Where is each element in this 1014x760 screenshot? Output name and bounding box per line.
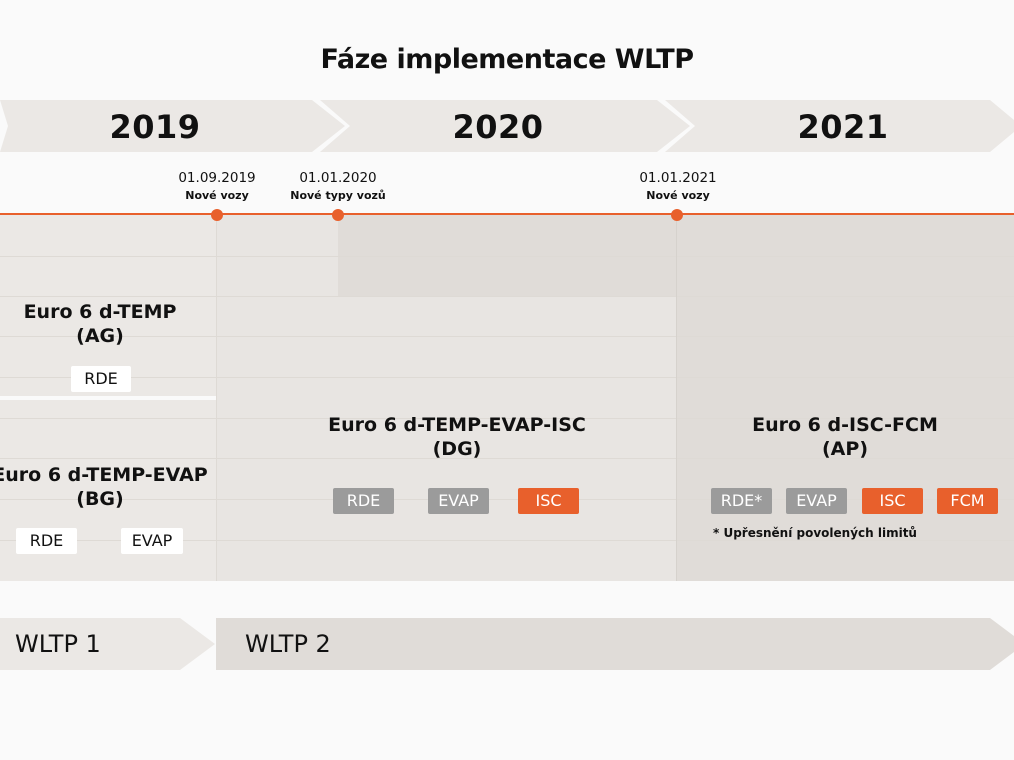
- band-right: [676, 215, 1014, 581]
- year-2019: 2019: [109, 108, 201, 146]
- milestone-2021-01: 01.01.2021 Nové vozy: [613, 170, 743, 204]
- block-code: (AP): [822, 438, 868, 460]
- chevron-2021: [665, 100, 1014, 152]
- block-name: Euro 6 d-TEMP-EVAP-ISC: [328, 414, 586, 436]
- milestone-dot: [211, 209, 223, 221]
- year-2020: 2020: [452, 108, 544, 146]
- grid-vline: [216, 215, 217, 581]
- milestone-sub: Nové typy vozů: [290, 189, 386, 202]
- block-name: Euro 6 d-ISC-FCM: [752, 414, 938, 436]
- grid-line: [0, 296, 1014, 297]
- tag-evap: EVAP: [428, 488, 489, 514]
- tag-rde: RDE: [16, 528, 77, 554]
- milestone-date: 01.09.2019: [178, 170, 256, 186]
- chevron-2020: [320, 100, 690, 152]
- block-ag: Euro 6 d-TEMP (AG): [0, 300, 200, 348]
- tag-fcm: FCM: [937, 488, 998, 514]
- grid-line: [0, 336, 1014, 337]
- milestone-2019-09: 01.09.2019 Nové vozy: [152, 170, 282, 204]
- wltp-1-label: WLTP 1: [15, 630, 101, 658]
- milestone-sub: Nové vozy: [185, 189, 249, 202]
- block-code: (DG): [432, 438, 482, 460]
- block-bg: Euro 6 d-TEMP-EVAP (BG): [0, 463, 220, 511]
- block-code: (BG): [76, 488, 124, 510]
- tag-evap: EVAP: [121, 528, 183, 554]
- grid-line: [0, 418, 1014, 419]
- milestone-2020-01: 01.01.2020 Nové typy vozů: [273, 170, 403, 204]
- chevron-wltp2: [216, 618, 1014, 670]
- grid-line: [0, 377, 1014, 378]
- chevron-2019: [0, 100, 345, 152]
- milestone-date: 01.01.2020: [299, 170, 377, 186]
- block-code: (AG): [76, 325, 124, 347]
- wltp-ribbon: [0, 618, 1014, 670]
- band-separator: [0, 396, 216, 400]
- tag-rde-star: RDE*: [711, 488, 772, 514]
- milestone-dot: [671, 209, 683, 221]
- milestone-date: 01.01.2021: [639, 170, 717, 186]
- tag-rde: RDE: [71, 366, 131, 392]
- milestone-dot: [332, 209, 344, 221]
- footnote: * Upřesnění povolených limitů: [713, 526, 917, 540]
- block-dg: Euro 6 d-TEMP-EVAP-ISC (DG): [306, 413, 608, 461]
- grid-line: [0, 540, 1014, 541]
- tag-isc: ISC: [862, 488, 923, 514]
- year-ribbon: [0, 100, 1014, 152]
- tag-isc: ISC: [518, 488, 579, 514]
- chevron-wltp1: [0, 618, 215, 670]
- grid-line: [0, 458, 1014, 459]
- timeline-line: [0, 213, 1014, 215]
- tag-evap: EVAP: [786, 488, 847, 514]
- grid-vline: [676, 215, 677, 581]
- milestone-sub: Nové vozy: [646, 189, 710, 202]
- block-ap: Euro 6 d-ISC-FCM (AP): [700, 413, 990, 461]
- tag-rde: RDE: [333, 488, 394, 514]
- block-name: Euro 6 d-TEMP: [23, 301, 177, 323]
- year-2021: 2021: [797, 108, 889, 146]
- grid-line: [0, 256, 1014, 257]
- block-name: Euro 6 d-TEMP-EVAP: [0, 464, 208, 486]
- page-title: Fáze implementace WLTP: [320, 44, 694, 75]
- wltp-2-label: WLTP 2: [245, 630, 331, 658]
- grid-line: [0, 499, 1014, 500]
